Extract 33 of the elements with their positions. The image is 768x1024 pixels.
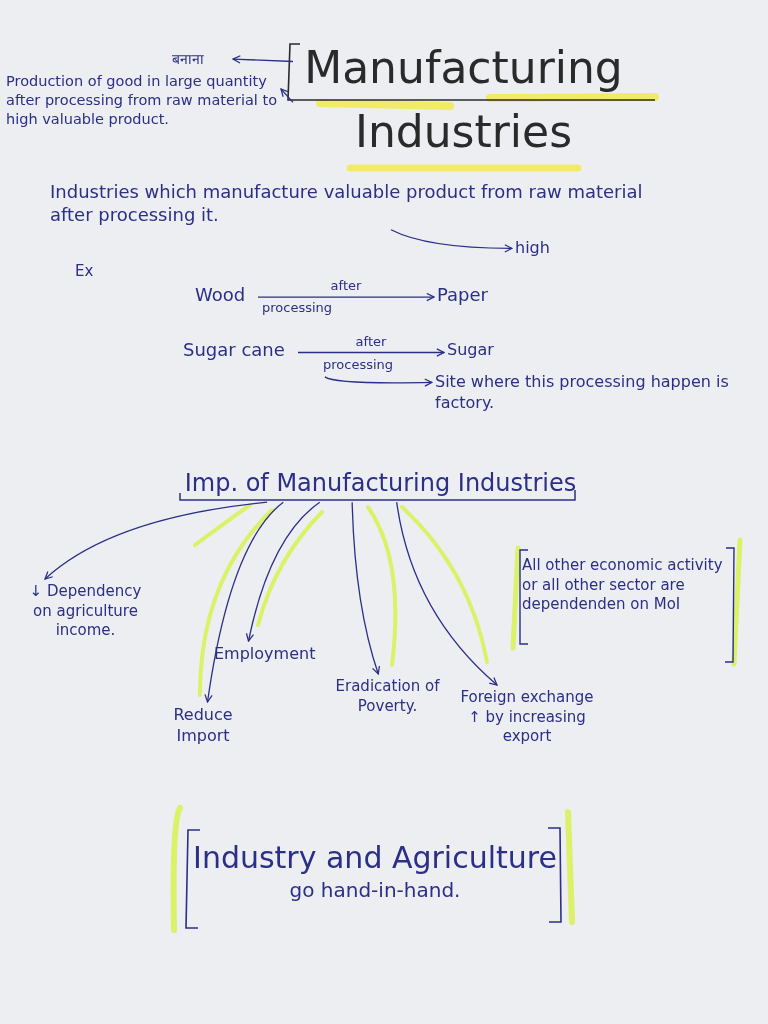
arrow — [232, 55, 294, 64]
example-label: Ex — [75, 262, 94, 282]
annotation: high — [515, 238, 560, 259]
title: Manufacturing Industries — [296, 36, 631, 164]
point-text: ↓ Dependency on agriculture income. — [18, 582, 153, 641]
arrow — [297, 348, 445, 357]
note-text: All other economic activity or all other sector are dependenden on MoI — [522, 556, 727, 615]
arrow — [351, 501, 381, 675]
example-word: Sugar — [447, 340, 507, 361]
heading: Imp. of Manufacturing Industries — [178, 468, 583, 500]
example-word: Sugar cane — [183, 338, 295, 362]
arrow — [280, 88, 294, 103]
arrow — [204, 501, 284, 703]
annotation: बनाना — [172, 50, 230, 69]
arrow — [396, 501, 498, 686]
arrow — [44, 501, 268, 580]
arrow — [257, 292, 435, 302]
point-text: Employment — [214, 644, 329, 665]
definition-text: Industries which manufacture valuable product from raw material after processing it. — [50, 180, 670, 227]
arrow — [245, 501, 321, 642]
annotation: processing — [323, 357, 418, 374]
definition-text: Production of good in large quantity after processing from raw material to high valuable product. — [6, 72, 278, 129]
arrow — [324, 376, 433, 387]
example-word: Wood — [195, 283, 255, 307]
example-word: Paper — [437, 283, 497, 307]
point-text: Foreign exchange ↑ by increasing export — [452, 688, 602, 747]
conclusion-text: go hand-in-hand. — [288, 877, 462, 903]
note-text: Site where this processing happen is factory. — [435, 372, 760, 414]
arrow — [390, 229, 513, 253]
point-text: Eradication of Poverty. — [330, 677, 445, 716]
annotation: processing — [262, 300, 333, 317]
conclusion-heading: Industry and Agriculture — [192, 839, 558, 877]
point-text: Reduce Import — [158, 705, 248, 747]
